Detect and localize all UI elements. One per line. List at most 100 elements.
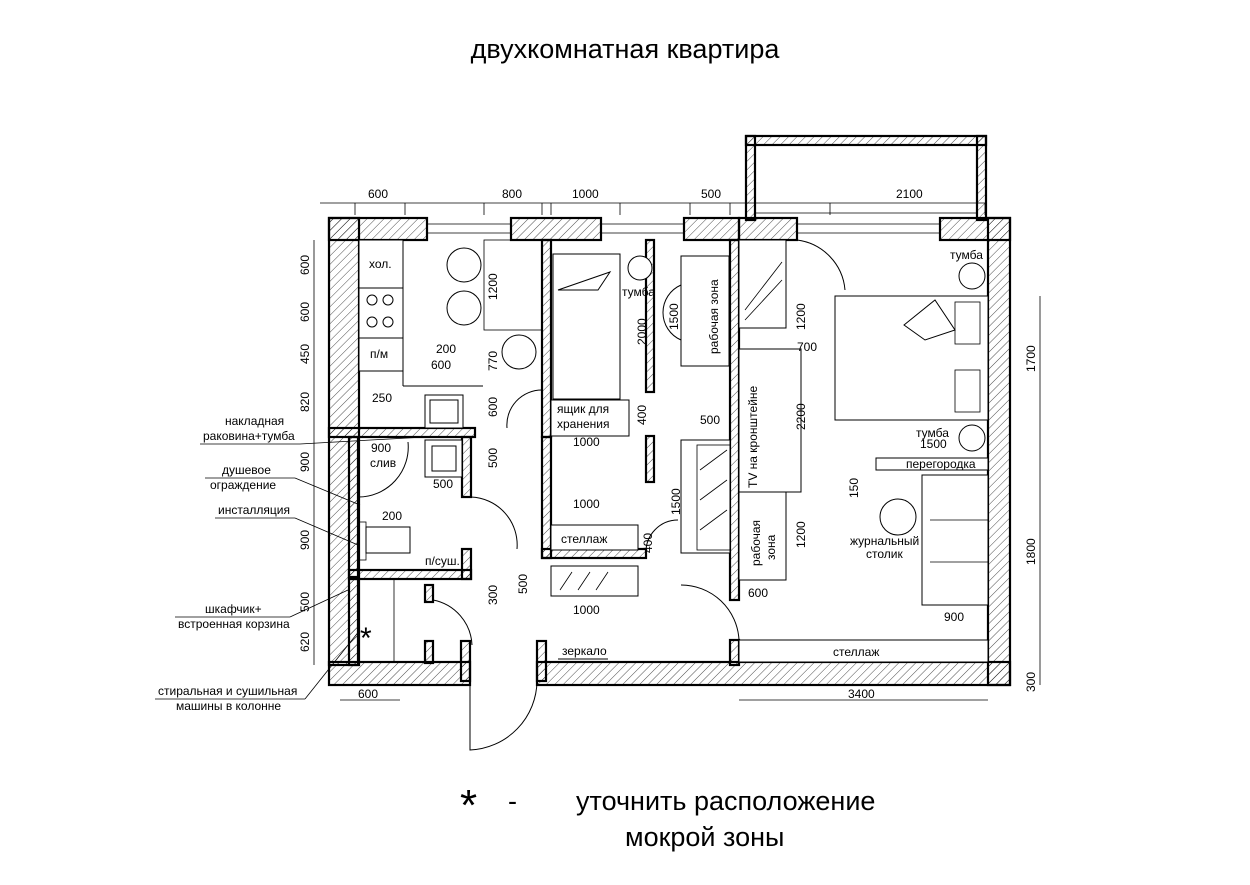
svg-text:900: 900 [298,530,312,550]
svg-text:500: 500 [486,448,500,468]
shelving [550,524,639,551]
nightstand-2 [958,262,986,290]
svg-text:1500: 1500 [920,437,947,451]
dishwasher-label: п/м [370,347,388,361]
dimension-texts: 600 800 1000 500 2100 600 600 450 820 90… [298,187,1038,701]
entrance-door [469,680,538,751]
svg-text:1000: 1000 [573,497,600,511]
svg-text:150: 150 [847,478,861,498]
tv-unit [738,348,802,493]
walls [327,134,1012,687]
svg-text:душевое: душевое [222,463,271,477]
chair [501,334,537,370]
svg-text:200: 200 [436,342,456,356]
door-arc [470,496,518,550]
svg-text:400: 400 [635,405,649,425]
svg-text:инсталляция: инсталляция [218,503,290,517]
toilet [365,526,411,554]
coffee-table-label-1: журнальный [850,534,919,548]
work-zone-label: рабочая зона [707,279,721,354]
chair [446,247,482,283]
svg-text:2100: 2100 [896,187,923,201]
installation [357,521,367,561]
nightstand-label: тумба [622,285,655,299]
dimension-lines [313,202,1041,701]
svg-text:600: 600 [298,255,312,275]
svg-text:600: 600 [486,397,500,417]
svg-text:600: 600 [368,187,388,201]
svg-text:2200: 2200 [794,403,808,430]
shower-arc [357,441,409,498]
mirror-label: зеркало [562,644,607,658]
storage-label-1: ящик для [557,402,609,416]
svg-text:300: 300 [1024,672,1038,692]
balcony-door-arc [796,239,846,291]
nightstand-3 [958,424,986,452]
partition-label: перегородка [906,457,976,471]
svg-text:ограждение: ограждение [210,478,276,492]
closet [738,239,787,329]
door-arc [506,389,543,429]
coffee-table [879,498,917,536]
bed [552,253,621,400]
svg-text:1000: 1000 [573,435,600,449]
windows [427,212,977,234]
nightstand-2-label: тумба [950,248,983,262]
chair [446,290,482,326]
door-arc [645,519,679,554]
svg-text:200: 200 [382,509,402,523]
svg-text:раковина+тумба: раковина+тумба [203,429,295,443]
partition [875,457,989,471]
svg-text:900: 900 [298,452,312,472]
chair-arc [662,284,682,341]
svg-text:500: 500 [516,574,530,594]
svg-text:600: 600 [298,302,312,322]
drain-label: слив [370,456,396,470]
svg-text:600: 600 [431,358,451,372]
callouts: накладная раковина+тумба душевое огражде… [155,414,426,713]
svg-text:500: 500 [298,592,312,612]
svg-text:3400: 3400 [848,687,875,701]
svg-text:900: 900 [944,610,964,624]
work-zone-2-b: зона [764,534,778,560]
work-zone-2-a: рабочая [749,520,763,566]
svg-text:1000: 1000 [573,603,600,617]
double-bed [834,295,989,421]
svg-text:800: 800 [502,187,522,201]
svg-text:накладная: накладная [225,414,284,428]
svg-text:400: 400 [641,533,655,553]
coffee-table-label-2: столик [866,547,903,561]
fridge [358,239,404,289]
nightstand [627,255,653,281]
dining-table [483,239,543,331]
dryer-label: п/суш. [425,554,460,568]
svg-text:1700: 1700 [1024,345,1038,372]
svg-text:1200: 1200 [486,273,500,300]
svg-text:1500: 1500 [667,303,681,330]
svg-text:300: 300 [486,585,500,605]
shelving-2-label: стеллаж [833,645,879,659]
living-room: TV на кронштейне рабочая зона тумба тумб… [680,239,989,663]
svg-text:машины в колонне: машины в колонне [176,699,281,713]
note-line-2: мокрой зоны [625,822,785,852]
svg-text:450: 450 [298,344,312,364]
svg-text:250: 250 [372,391,392,405]
svg-text:1800: 1800 [1024,538,1038,565]
svg-text:770: 770 [486,351,500,371]
radiator-shelf [550,565,639,597]
desk [680,255,730,367]
kitchen: хол. п/м [358,239,543,429]
sofa [921,474,989,606]
svg-text:820: 820 [298,392,312,412]
door-arc [680,584,740,641]
svg-text:900: 900 [371,441,391,455]
asterisk-icon: * [460,781,478,830]
tv-label: TV на кронштейне [746,385,760,488]
svg-text:600: 600 [748,586,768,600]
svg-text:700: 700 [797,340,817,354]
storage-box [550,399,630,437]
dishwasher [358,337,404,372]
storage-label-2: хранения [557,417,609,431]
note-line-1: уточнить расположение [576,786,876,816]
